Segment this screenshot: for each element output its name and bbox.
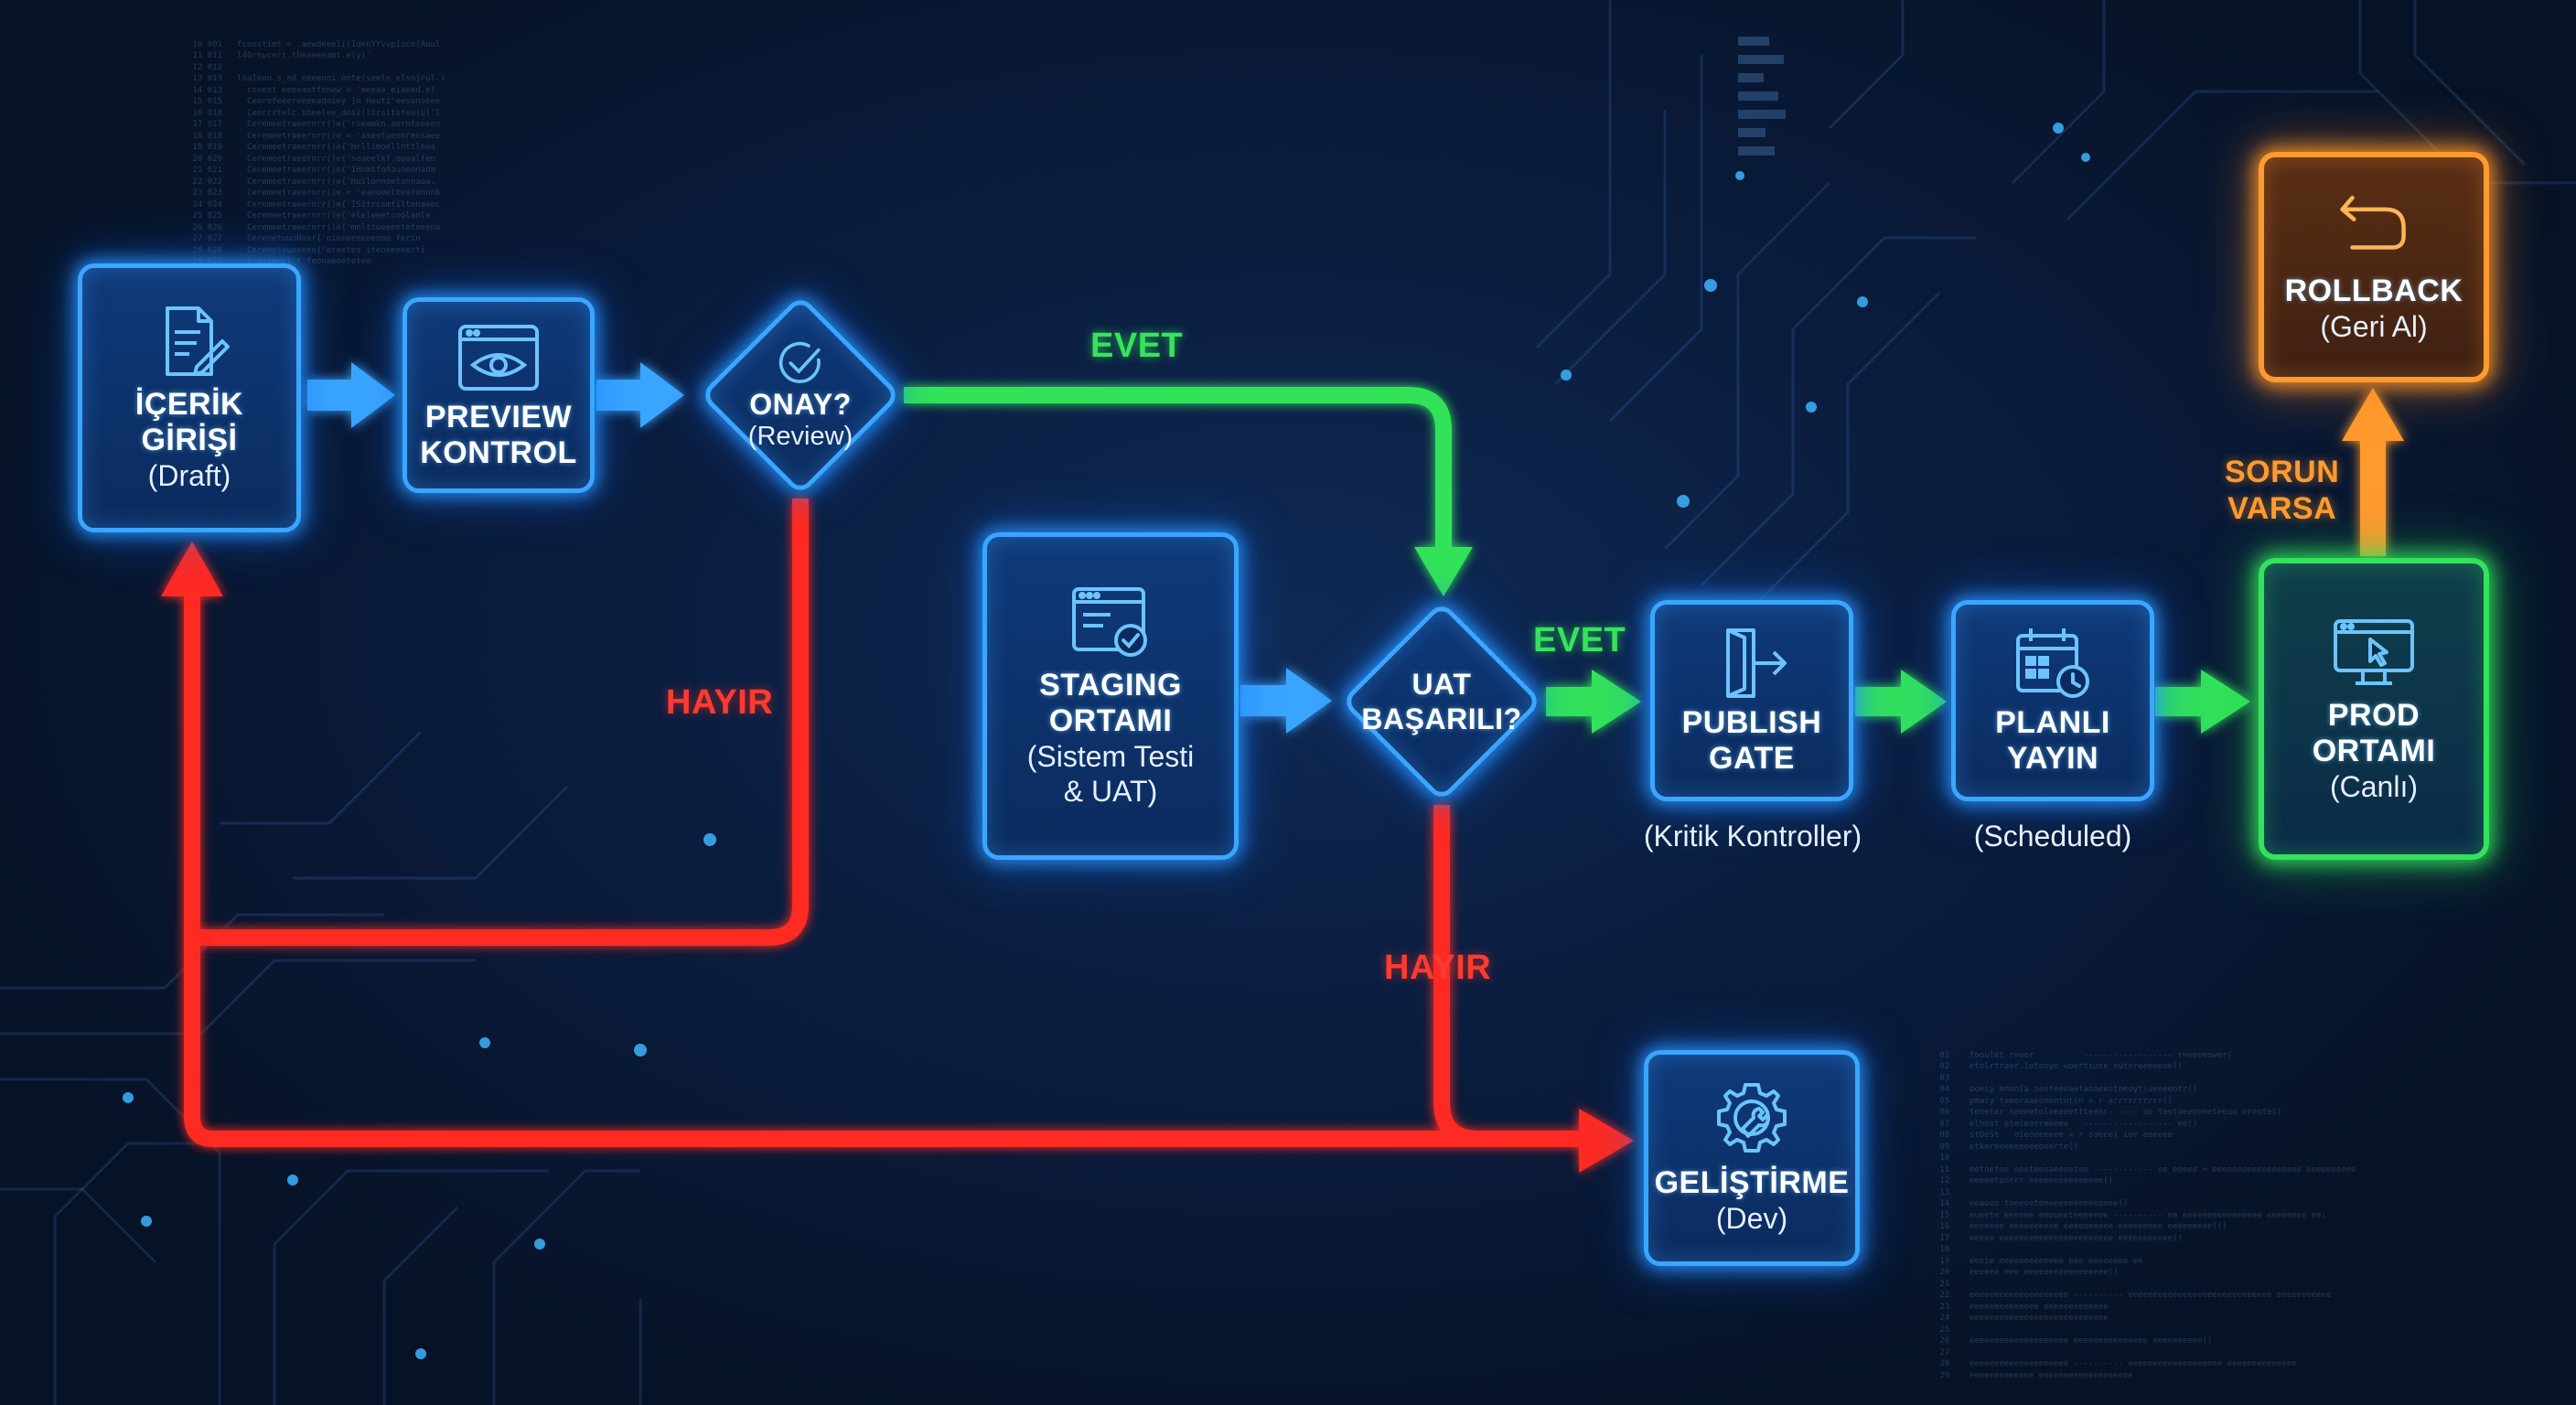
label-approval-no: HAYIR xyxy=(666,683,774,722)
label-approval-yes: EVET xyxy=(1090,327,1184,365)
label-prod-issue: SORUN VARSA xyxy=(2225,455,2340,526)
rollback-subtitle: (Geri Al) xyxy=(2320,309,2428,343)
label-uat-yes: EVET xyxy=(1533,621,1626,660)
checkmark-circle-icon xyxy=(778,341,821,383)
publish-gate-title: PUBLISH GATE xyxy=(1681,705,1822,776)
arrowhead-to-dev xyxy=(1579,1109,1634,1173)
node-preview: PREVIEW KONTROL xyxy=(402,297,595,493)
dev-title: GELİŞTİRME xyxy=(1654,1164,1850,1200)
node-dev: GELİŞTİRME (Dev) xyxy=(1644,1050,1860,1266)
preview-title: PREVIEW KONTROL xyxy=(420,400,577,470)
staging-subtitle: (Sistem Testi & UAT) xyxy=(1026,740,1195,808)
node-staging: STAGING ORTAMI (Sistem Testi & UAT) xyxy=(982,532,1239,860)
arrowhead-to-draft xyxy=(161,542,223,596)
prod-subtitle: (Canlı) xyxy=(2329,770,2418,803)
door-exit-icon xyxy=(1726,628,1787,698)
node-prod: PROD ORTAMI (Canlı) xyxy=(2259,558,2489,860)
node-rollback: ROLLBACK (Geri Al) xyxy=(2259,152,2489,382)
eye-window-icon xyxy=(458,325,539,391)
calendar-clock-icon xyxy=(2016,628,2089,698)
node-publish-gate: PUBLISH GATE xyxy=(1650,600,1853,801)
arrow-uat-to-publish xyxy=(1546,670,1641,734)
arrow-publish-to-scheduled xyxy=(1855,670,1947,734)
rollback-title: ROLLBACK xyxy=(2284,273,2463,308)
uat-title: UAT BAŞARILI? xyxy=(1361,668,1522,735)
decision-uat: UAT BAŞARILI? xyxy=(1338,597,1545,806)
edge-approval-yes xyxy=(904,387,1473,596)
scheduled-caption: (Scheduled) xyxy=(1973,820,2132,853)
label-uat-no: HAYIR xyxy=(1384,949,1492,987)
staging-title: STAGING ORTAMI xyxy=(1039,668,1182,738)
scheduled-title: PLANLI YAYIN xyxy=(1995,705,2110,776)
arrow-draft-to-preview xyxy=(307,362,395,428)
arrow-scheduled-to-prod xyxy=(2155,670,2250,734)
decision-approval: ONAY? (Review) xyxy=(697,291,904,499)
draft-subtitle: (Draft) xyxy=(147,459,231,492)
window-check-icon xyxy=(1072,587,1147,657)
node-scheduled: PLANLI YAYIN xyxy=(1951,600,2154,801)
arrow-staging-to-uat xyxy=(1240,668,1332,734)
arrow-preview-to-approval xyxy=(596,362,684,428)
dev-subtitle: (Dev) xyxy=(1715,1201,1788,1235)
approval-title: ONAY? xyxy=(749,388,852,421)
edge-prod-issue-to-rollback xyxy=(2342,388,2404,556)
draft-title: İÇERİK GİRİŞİ xyxy=(134,387,244,457)
publish-gate-caption: (Kritik Kontroller) xyxy=(1643,820,1862,853)
gear-wrench-icon xyxy=(1717,1082,1787,1153)
node-draft: İÇERİK GİRİŞİ (Draft) xyxy=(78,263,301,532)
prod-title: PROD ORTAMI xyxy=(2312,698,2436,768)
edge-uat-no xyxy=(184,585,1592,1147)
edge-approval-no xyxy=(192,499,809,946)
undo-arrow-icon xyxy=(2340,195,2406,250)
approval-subtitle: (Review) xyxy=(747,422,853,451)
monitor-cursor-icon xyxy=(2334,619,2414,685)
document-edit-icon xyxy=(166,306,230,376)
